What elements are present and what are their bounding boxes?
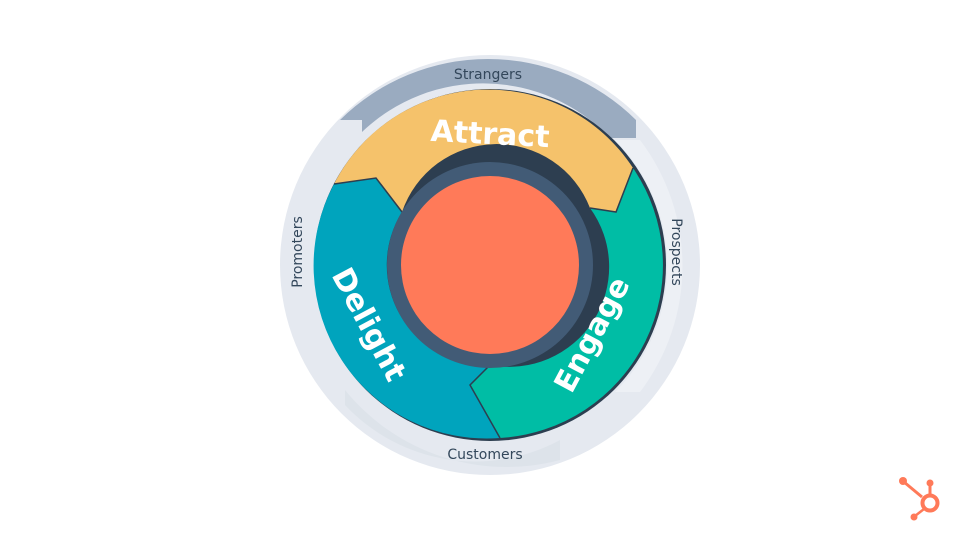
ring-gap-right: [615, 140, 683, 392]
outer-label-strangers: Strangers: [453, 67, 523, 83]
ring-gap-left: [345, 390, 560, 467]
stage-engage-segment: [470, 168, 663, 438]
stage-attract-segment: [334, 89, 633, 212]
stage-label-attract: Attract: [429, 113, 551, 156]
hubspot-sprocket-icon: [899, 477, 940, 521]
segment-outlines: [333, 167, 634, 439]
stage-delight-segment: [313, 178, 500, 439]
outer-label-prospects: Prospects: [668, 218, 684, 286]
hub-circle: [401, 176, 579, 354]
outer-label-promoters: Promoters: [290, 216, 306, 288]
strangers-band: [340, 58, 636, 138]
outer-label-customers: Customers: [447, 447, 523, 463]
